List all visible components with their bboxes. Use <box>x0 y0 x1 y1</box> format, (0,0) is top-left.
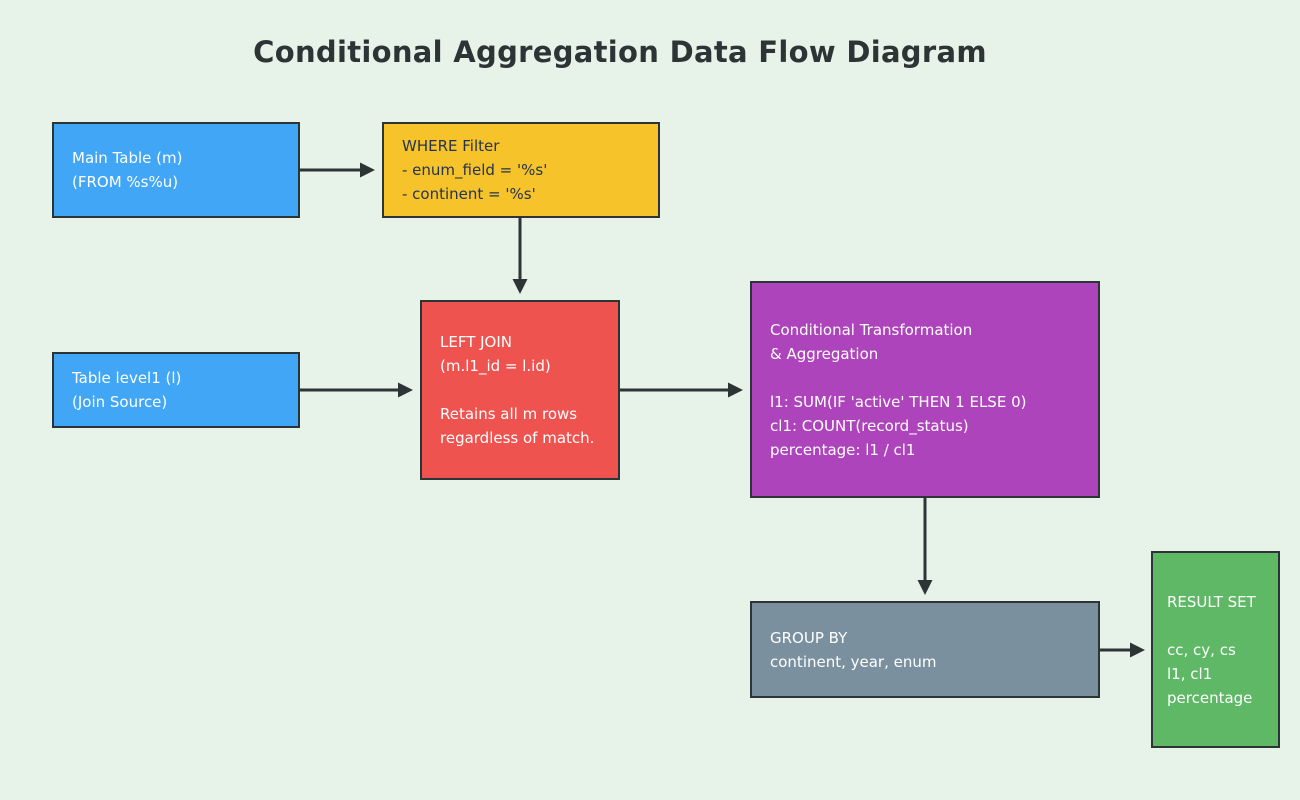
node-table-level1-label: Table level1 (l) (Join Source) <box>72 369 182 411</box>
node-conditional-transformation-label: Conditional Transformation & Aggregation… <box>770 320 1027 459</box>
node-where-filter-label: WHERE Filter - enum_field = '%s' - conti… <box>402 137 548 203</box>
node-group-by: GROUP BY continent, year, enum <box>750 601 1100 698</box>
node-main-table: Main Table (m) (FROM %s%u) <box>52 122 300 218</box>
node-left-join-label: LEFT JOIN (m.l1_id = l.id) Retains all m… <box>440 333 595 447</box>
node-conditional-transformation: Conditional Transformation & Aggregation… <box>750 281 1100 498</box>
node-left-join: LEFT JOIN (m.l1_id = l.id) Retains all m… <box>420 300 620 480</box>
node-where-filter: WHERE Filter - enum_field = '%s' - conti… <box>382 122 660 218</box>
node-result-set-label: RESULT SET cc, cy, cs l1, cl1 percentage <box>1167 592 1256 707</box>
node-table-level1: Table level1 (l) (Join Source) <box>52 352 300 428</box>
node-result-set: RESULT SET cc, cy, cs l1, cl1 percentage <box>1151 551 1280 748</box>
node-group-by-label: GROUP BY continent, year, enum <box>770 628 937 671</box>
page-title: Conditional Aggregation Data Flow Diagra… <box>253 35 987 69</box>
node-main-table-label: Main Table (m) (FROM %s%u) <box>72 149 183 191</box>
